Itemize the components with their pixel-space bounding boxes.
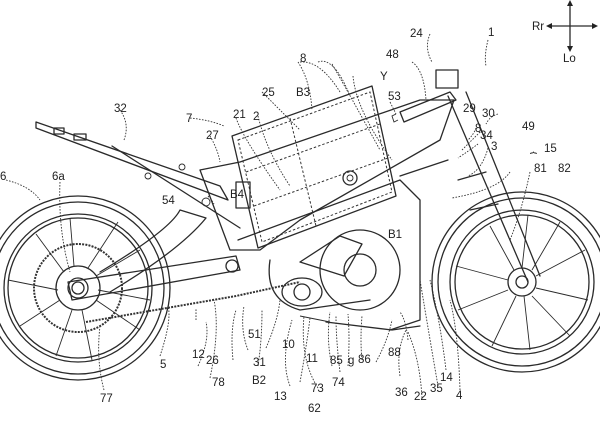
rear-sprocket (33, 243, 123, 333)
label-36: 36 (395, 387, 408, 399)
label-73: 73 (311, 383, 324, 395)
front-wheel (431, 191, 600, 373)
bracket-b4 (235, 181, 251, 209)
drive-unit (268, 229, 401, 311)
label-b3: B3 (296, 87, 310, 99)
label-10: 10 (282, 339, 295, 351)
label-7: 7 (186, 113, 192, 125)
label-82: 82 (558, 163, 571, 175)
label-49: 49 (522, 121, 535, 133)
label-8-right: 8 (475, 123, 481, 135)
label-77: 77 (100, 393, 113, 405)
label-6a: 6a (52, 171, 65, 183)
label-24: 24 (410, 28, 423, 40)
label-8-top: 8 (300, 53, 306, 65)
label-11: 11 (306, 353, 318, 365)
label-81: 81 (534, 163, 547, 175)
direction-lower-label: Lo (563, 53, 576, 65)
label-1: 1 (488, 27, 494, 39)
label-62: 62 (308, 403, 321, 415)
label-27: 27 (206, 130, 219, 142)
leader-lines (5, 33, 531, 399)
label-21: 21 (233, 109, 246, 121)
label-51: 51 (248, 329, 261, 341)
label-b2: B2 (252, 375, 266, 387)
label-35: 35 (430, 383, 443, 395)
reference-labels: 1 2 3 4 5 6 6a 7 8 8 10 11 12 13 14 15 2… (0, 27, 571, 415)
label-26: 26 (206, 355, 219, 367)
label-g: g (348, 355, 354, 367)
front-wheel-spokes (455, 214, 589, 351)
battery-case (231, 85, 397, 249)
label-15-brace: ⏞ (530, 151, 538, 165)
label-3: 3 (491, 141, 497, 153)
rear-wheel-spokes (7, 217, 151, 361)
label-86: 86 (358, 354, 371, 366)
label-22: 22 (414, 391, 427, 403)
label-12: 12 (192, 349, 205, 361)
front-fork (391, 69, 541, 283)
label-30: 30 (482, 108, 495, 120)
direction-rear-label: Rr (532, 21, 544, 33)
label-b1: B1 (388, 229, 402, 241)
label-14: 14 (440, 372, 453, 384)
label-b4: B4 (230, 189, 245, 201)
label-88: 88 (388, 347, 401, 359)
main-frame (199, 99, 455, 331)
rear-wheel (0, 195, 171, 381)
label-4: 4 (456, 390, 463, 402)
label-48: 48 (386, 49, 399, 61)
label-6: 6 (0, 171, 6, 183)
rear-frame (35, 121, 241, 229)
under-guard (299, 315, 421, 331)
label-25: 25 (262, 87, 275, 99)
direction-indicator: Rr Lo (532, 0, 598, 65)
label-53: 53 (388, 91, 401, 103)
label-78: 78 (212, 377, 225, 389)
handlebar-grip (399, 91, 457, 123)
label-29: 29 (463, 103, 476, 115)
label-5: 5 (160, 359, 166, 371)
label-31: 31 (253, 357, 266, 369)
label-85: 85 (330, 355, 343, 367)
label-34: 34 (480, 130, 493, 142)
label-74: 74 (332, 377, 345, 389)
label-32: 32 (114, 103, 127, 115)
swing-arm (67, 209, 301, 323)
label-15: 15 (544, 143, 557, 155)
label-54: 54 (162, 195, 175, 207)
label-2: 2 (253, 111, 259, 123)
label-y: Y (380, 71, 388, 83)
label-13: 13 (274, 391, 287, 403)
